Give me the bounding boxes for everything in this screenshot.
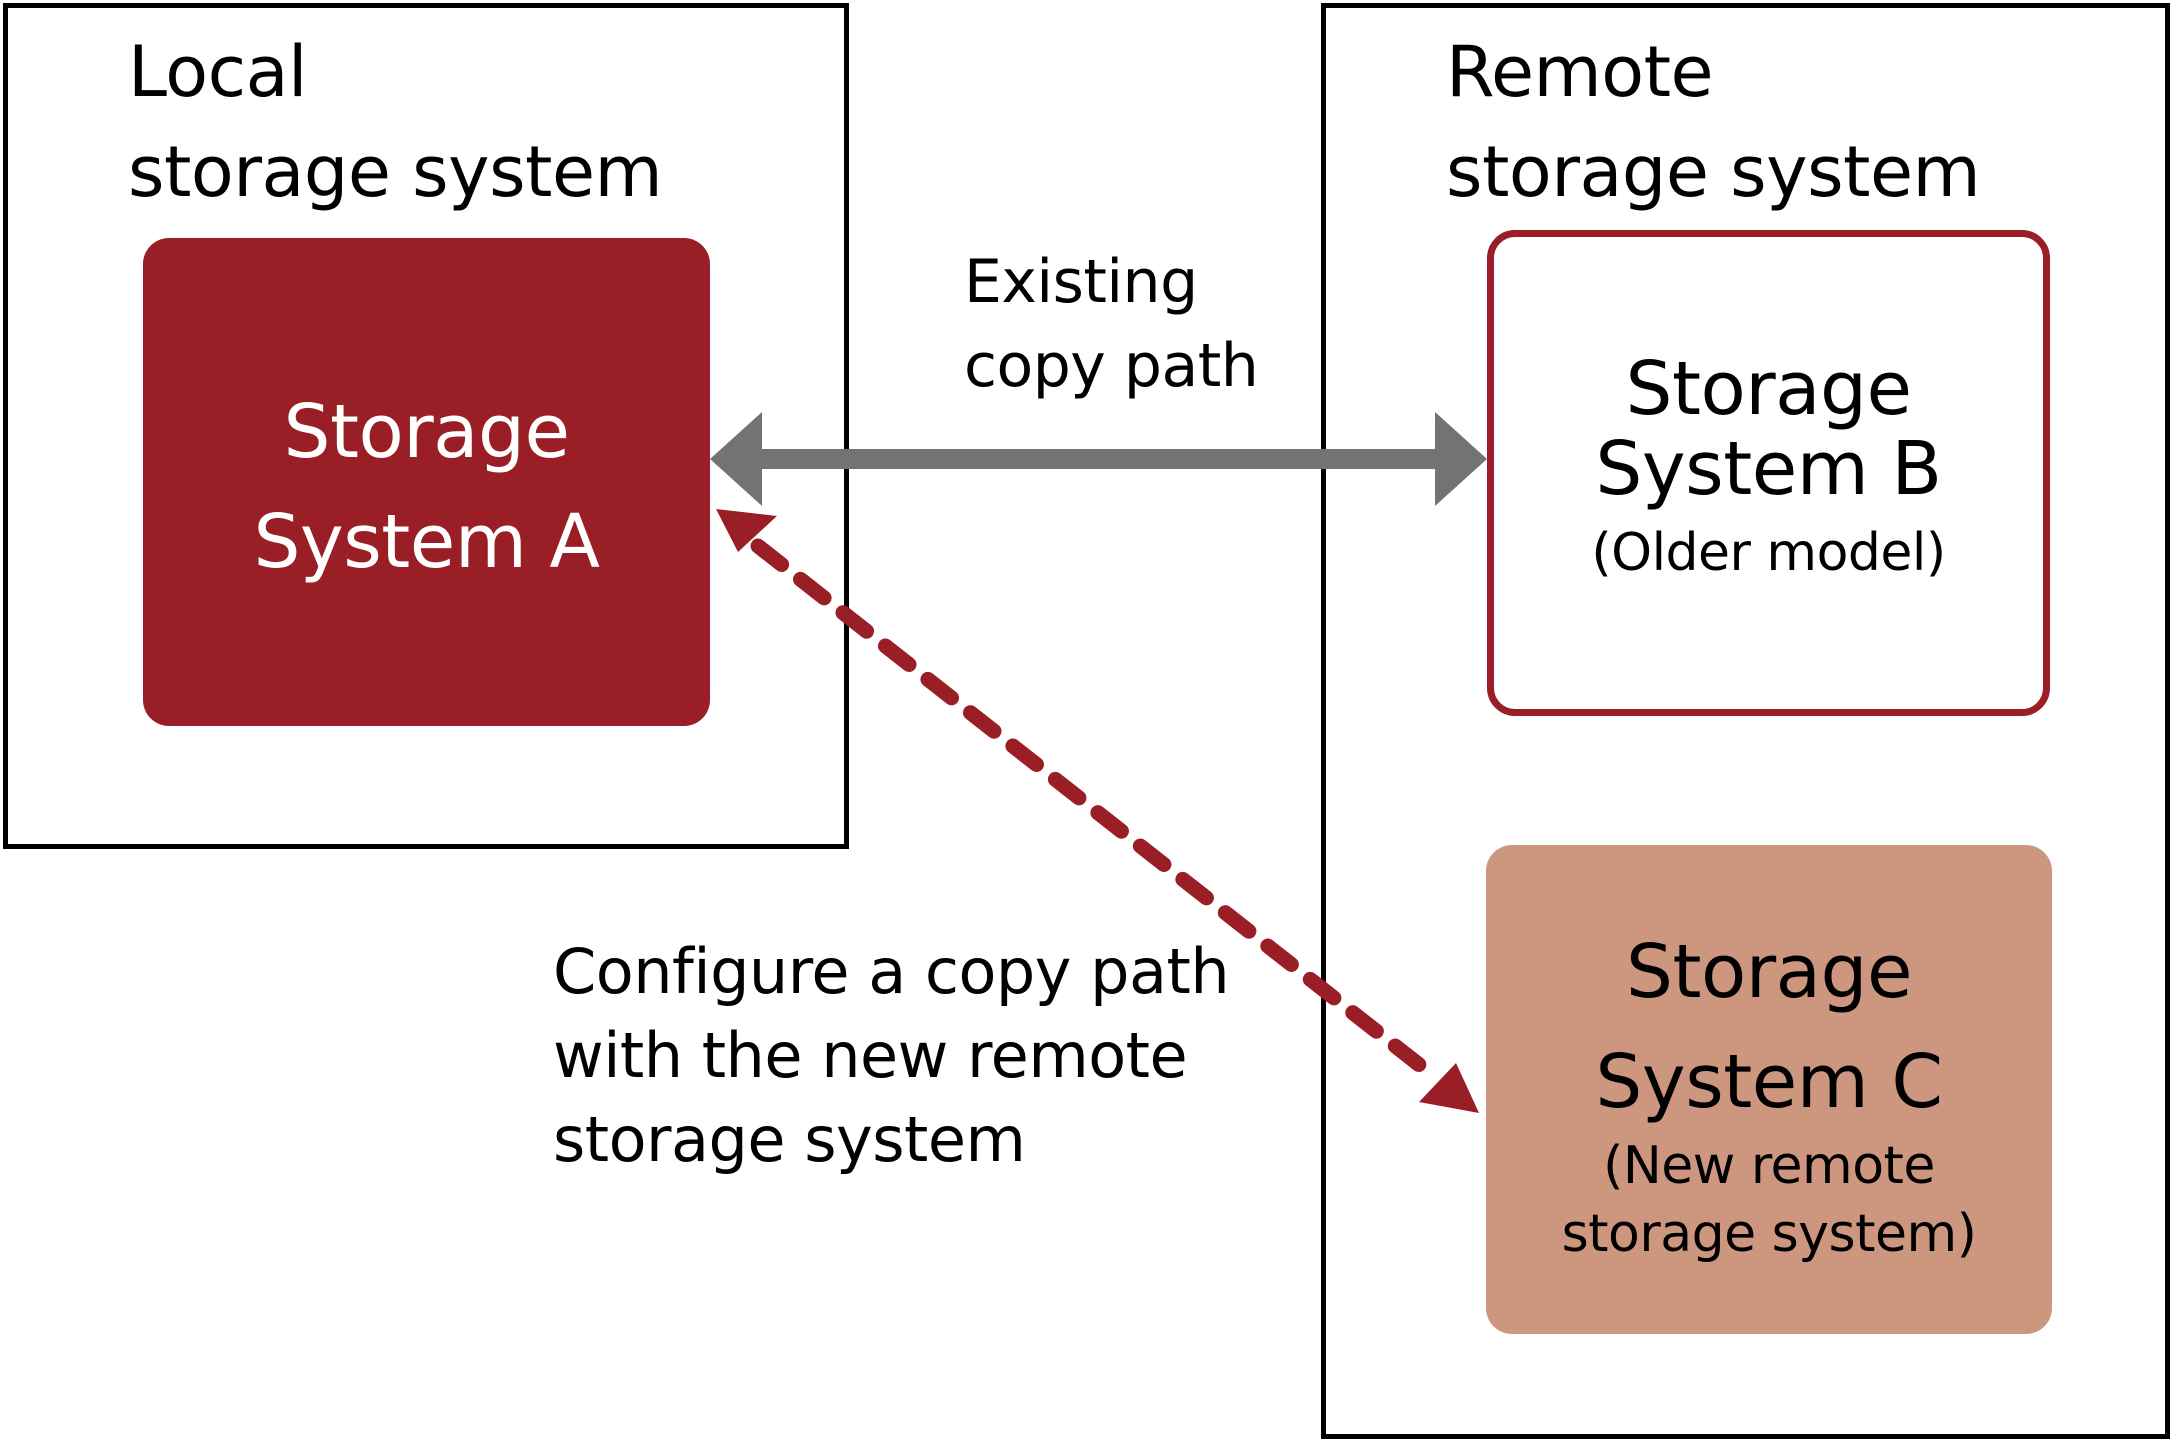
node-b-name-line1: Storage (1625, 346, 1912, 432)
node-b-name-line2: System B (1595, 426, 1942, 512)
configure-label-line3: storage system (553, 1103, 1026, 1176)
node-c-note-line1: (New remote (1603, 1135, 1935, 1196)
node-a-name-line2: System A (253, 499, 600, 585)
configure-label-line2: with the new remote (553, 1019, 1188, 1092)
remote-title-line2: storage system (1446, 131, 1981, 213)
storage-system-b-node: Storage System B (Older model) (1487, 230, 2050, 716)
existing-copy-path-label: Existing copy path (964, 240, 1259, 408)
local-storage-title: Local storage system (128, 22, 663, 222)
node-a-name-line1: Storage (283, 389, 570, 475)
existing-label-line2: copy path (964, 331, 1259, 401)
configure-copy-path-label: Configure a copy path with the new remot… (553, 930, 1230, 1182)
node-c-note-line2: storage system) (1561, 1203, 1977, 1264)
node-c-name-line1: Storage (1625, 928, 1913, 1015)
remote-title-line1: Remote (1446, 31, 1714, 113)
local-title-line2: storage system (128, 131, 663, 213)
storage-system-c-node: Storage System C (New remote storage sys… (1486, 845, 2052, 1334)
storage-system-a-node: Storage System A (143, 238, 710, 726)
remote-storage-title: Remote storage system (1446, 22, 1981, 222)
configure-label-line1: Configure a copy path (553, 935, 1230, 1008)
local-title-line1: Local (128, 31, 307, 113)
node-b-note: (Older model) (1591, 523, 1946, 583)
existing-label-line1: Existing (964, 247, 1198, 317)
node-c-name-line2: System C (1595, 1038, 1943, 1125)
local-storage-system-group (3, 3, 849, 849)
